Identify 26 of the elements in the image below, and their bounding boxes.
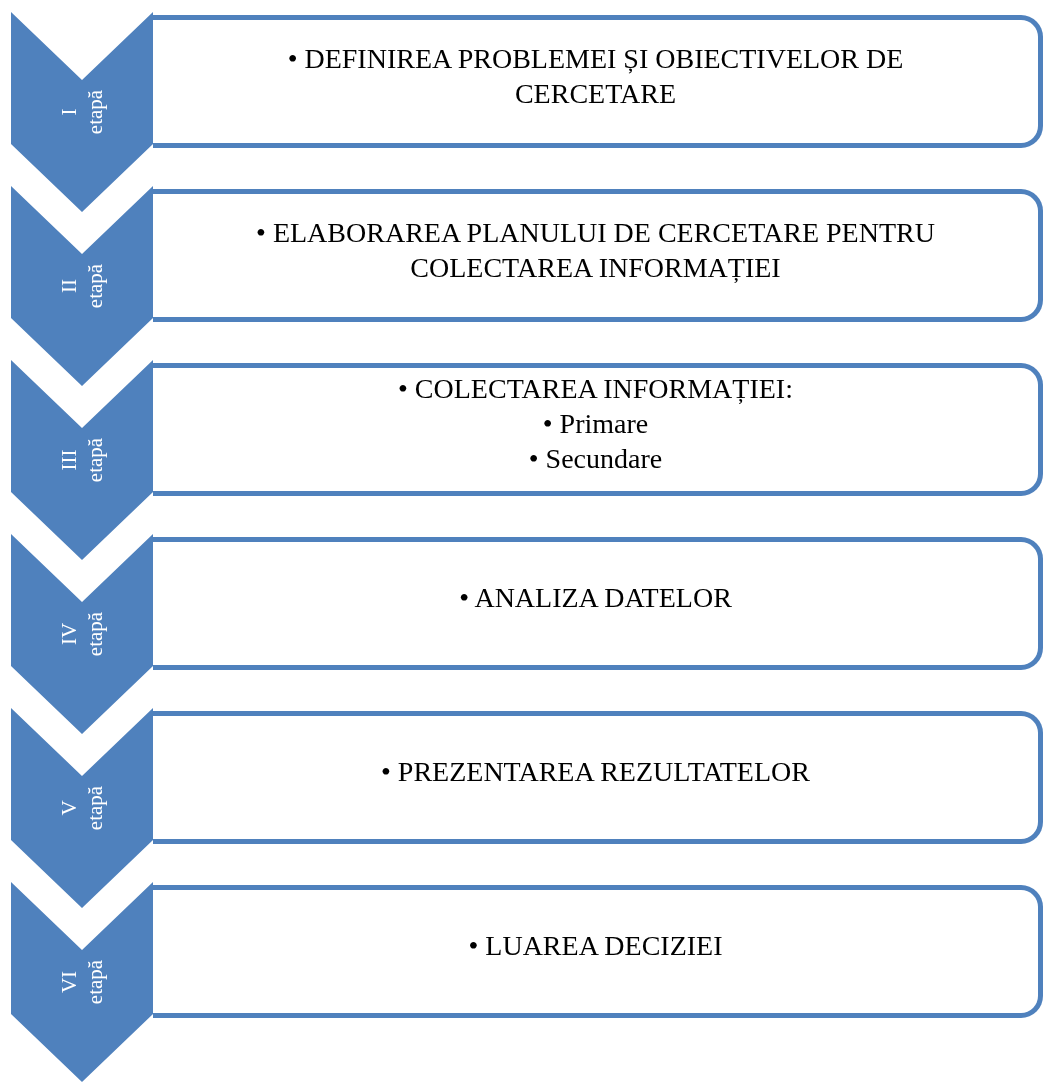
stage-label: VI etapă bbox=[56, 958, 108, 1007]
step-text: • ANALIZA DATELOR bbox=[459, 581, 732, 615]
step-box bbox=[153, 537, 1043, 670]
stage-label: III etapă bbox=[56, 436, 108, 485]
step-text: • DEFINIREA PROBLEMEI ȘI OBIECTIVELOR DE CERCETARE bbox=[286, 41, 905, 111]
stage-banner bbox=[11, 186, 153, 386]
stage-banner bbox=[11, 360, 153, 560]
step-text: • Primare bbox=[542, 407, 649, 441]
step-box bbox=[153, 363, 1043, 496]
step-text: • ELABORAREA PLANULUI DE CERCETARE PENTRU COLECTAREA INFORMAȚIEI bbox=[255, 215, 936, 285]
stage-banner bbox=[11, 708, 153, 908]
step-box bbox=[153, 189, 1043, 322]
stage-banner bbox=[11, 12, 153, 212]
stage-label: I etapă bbox=[56, 88, 108, 137]
step-text: • LUAREA DECIZIEI bbox=[468, 929, 723, 963]
step-box bbox=[153, 885, 1043, 1018]
stage-banner bbox=[11, 534, 153, 734]
step-text: • Secundare bbox=[528, 442, 663, 476]
step-text: • COLECTAREA INFORMAȚIEI: bbox=[398, 372, 793, 406]
stage-label: IV etapă bbox=[56, 610, 108, 659]
stage-label: II etapă bbox=[56, 262, 108, 311]
stage-banner bbox=[11, 882, 153, 1082]
stage-label: V etapă bbox=[56, 784, 108, 833]
step-box bbox=[153, 15, 1043, 148]
step-text: • PREZENTAREA REZULTATELOR bbox=[381, 755, 810, 789]
step-box bbox=[153, 711, 1043, 844]
